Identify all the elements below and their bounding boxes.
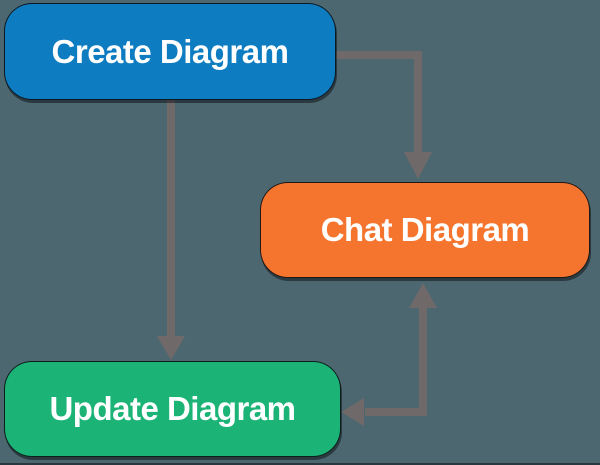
node-update-diagram-label: Update Diagram [49,390,296,427]
node-chat-diagram-label: Chat Diagram [320,211,530,248]
arrowhead-into-chat-bottom [409,283,437,308]
edge-chat-update-two-way [365,306,427,416]
node-create-diagram: Create Diagram [4,3,336,100]
node-update-diagram: Update Diagram [4,361,341,457]
node-chat-diagram: Chat Diagram [260,182,590,278]
node-create-diagram-label: Create Diagram [51,32,289,70]
arrowhead-into-update-right [341,398,364,426]
edge-create-to-chat [336,51,422,154]
arrowhead-into-chat-top [404,152,432,179]
arrowhead-into-update-top [157,336,185,360]
